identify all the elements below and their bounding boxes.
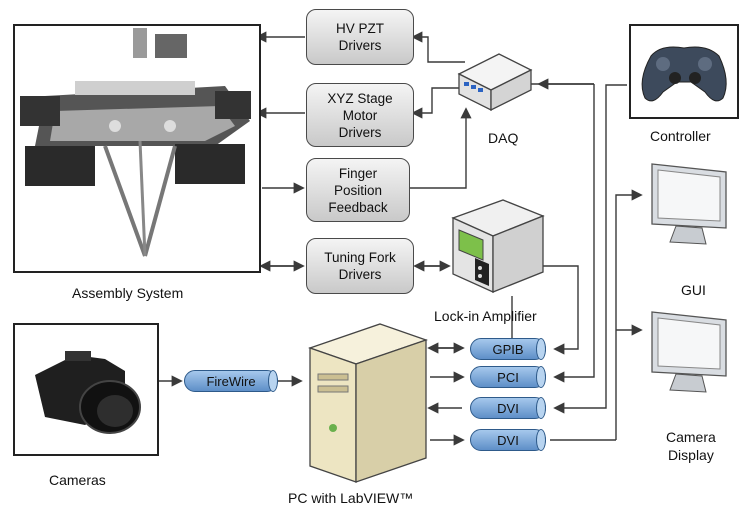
cameras-label: Cameras xyxy=(49,472,106,488)
assembly-system-label: Assembly System xyxy=(72,285,184,301)
robotic-assembly-system-image xyxy=(20,28,251,257)
camera-display-label: Camera Display xyxy=(666,429,716,463)
tuning-fork-drivers-box: Tuning Fork Drivers xyxy=(306,238,414,294)
firewire-connector: FireWire xyxy=(184,370,278,392)
dvi-connector-display: DVI xyxy=(470,429,546,451)
monitor-image xyxy=(651,163,727,245)
camera-image xyxy=(35,351,141,434)
camera-display-monitor-image xyxy=(651,311,727,393)
hv-pzt-drivers-box: HV PZT Drivers xyxy=(306,9,414,65)
gamepad-image xyxy=(641,46,727,102)
pc-tower-image xyxy=(308,323,428,483)
finger-position-feedback-box: Finger Position Feedback xyxy=(306,158,410,222)
xyz-stage-motor-drivers-box: XYZ Stage Motor Drivers xyxy=(306,83,414,147)
controller-frame xyxy=(629,24,739,119)
lock-in-amplifier-image xyxy=(451,199,545,294)
dvi-connector-controller: DVI xyxy=(470,397,546,419)
pc-label: PC with LabVIEW™ xyxy=(288,490,414,506)
assembly-frame xyxy=(13,24,261,273)
daq-box-image xyxy=(457,53,533,112)
daq-label: DAQ xyxy=(488,130,519,146)
gui-label: GUI xyxy=(681,282,706,298)
lock-in-amplifier-label: Lock-in Amplifier xyxy=(434,308,537,324)
pci-connector: PCI xyxy=(470,366,546,388)
gpib-connector: GPIB xyxy=(470,338,546,360)
cameras-frame xyxy=(13,323,159,456)
controller-label: Controller xyxy=(650,128,711,144)
